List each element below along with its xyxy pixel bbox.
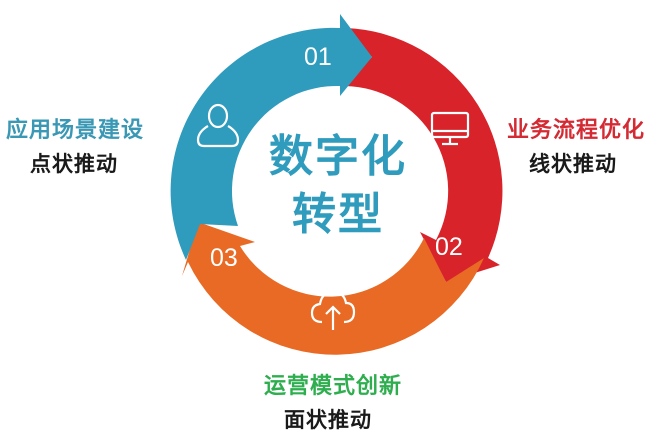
segment-03-arc — [182, 222, 484, 355]
monitor-icon — [430, 111, 470, 146]
label-01-title: 应用场景建设 — [6, 118, 145, 143]
segment-01-arc — [170, 14, 372, 260]
label-03: 运营模式创新 面状推动 — [264, 368, 402, 434]
step-number-01: 01 — [304, 43, 332, 71]
label-03-title: 运营模式创新 — [264, 374, 403, 399]
step-number-03: 03 — [210, 244, 238, 272]
label-02-title: 业务流程优化 — [507, 118, 646, 143]
segment-02-arc — [345, 28, 503, 282]
step-number-02: 02 — [435, 233, 463, 261]
label-02: 业务流程优化 线状推动 — [507, 112, 645, 178]
label-02-subtitle: 线状推动 — [529, 152, 617, 176]
cloud-upload-icon — [310, 290, 356, 330]
user-icon — [196, 103, 240, 148]
center-title-line1: 数字化 — [269, 131, 407, 182]
center-title-line2: 转型 — [292, 189, 384, 240]
label-01-subtitle: 点状推动 — [30, 152, 118, 176]
label-01: 应用场景建设 点状推动 — [6, 112, 144, 178]
label-03-subtitle: 面状推动 — [284, 408, 372, 432]
center-title: 数字化 转型 — [238, 128, 438, 244]
